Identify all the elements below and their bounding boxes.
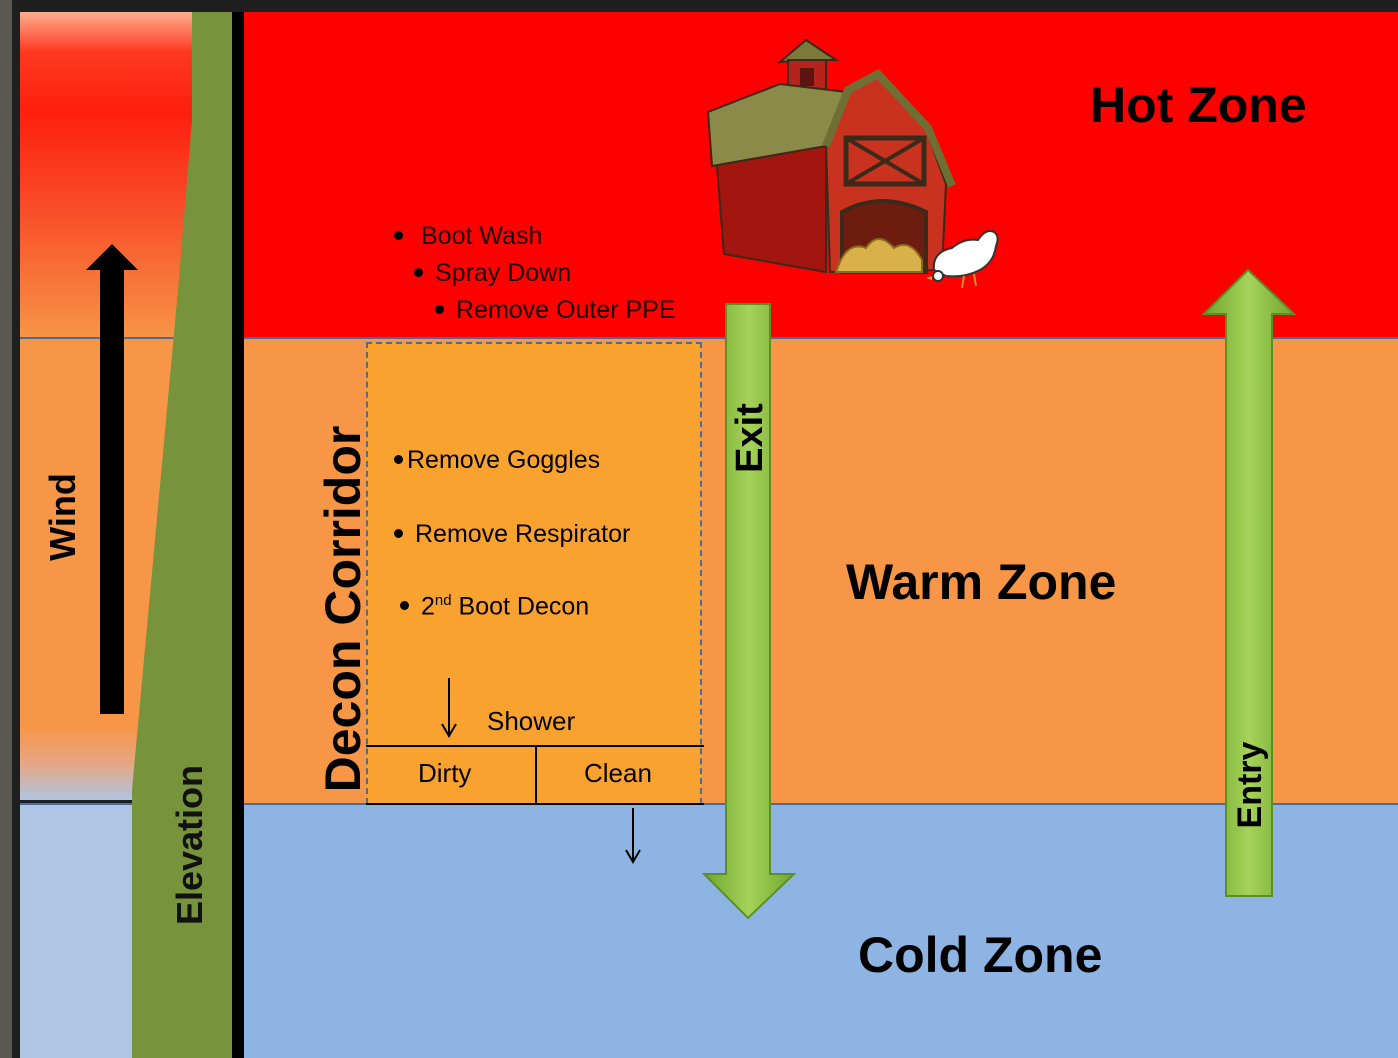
bullet-icon [414,267,423,277]
hot-warm-boundary [20,337,1398,339]
clean-label: Clean [584,758,652,788]
entry-arrow-icon [1201,268,1297,897]
down-arrow-icon [625,808,641,864]
bullet-icon [394,454,403,464]
step-remove-outer-ppe-text: Remove Outer PPE [456,296,676,324]
step-remove-goggles: Remove Goggles [394,446,600,475]
ordinal-number: 2 [421,592,435,621]
warm-cold-boundary [20,803,1398,805]
down-arrow-icon [441,678,457,738]
step-spray-down-text: Spray Down [435,259,572,287]
step-boot-wash: Boot Wash [394,222,542,251]
cold-zone-label: Cold Zone [858,927,1103,983]
exit-label: Exit [729,403,771,473]
shower-label: Shower [487,706,576,736]
bullet-icon [435,304,444,314]
entry-label: Entry [1231,741,1269,829]
step-remove-respirator: Remove Respirator [394,520,630,549]
wind-arrow-icon [86,244,138,714]
step-remove-goggles-text: Remove Goggles [407,446,601,474]
hot-zone-label: Hot Zone [1090,77,1307,133]
step-boot-decon-text: Boot Decon [458,592,590,621]
panel-divider [232,12,244,1058]
warm-zone-label: Warm Zone [846,554,1117,610]
decon-corridor-box [366,342,702,804]
chicken-icon [926,230,999,289]
ordinal-suffix: nd [434,592,452,609]
decon-corridor-label: Decon Corridor [315,425,371,793]
cold-zone-area [244,805,1398,1058]
step-remove-outer-ppe: Remove Outer PPE [435,296,676,325]
step-boot-wash-text: Boot Wash [421,222,543,250]
frame-edge [0,0,12,1058]
step-second-boot-decon: 2nd Boot Decon [400,592,589,621]
dirty-label: Dirty [418,758,472,788]
shower-divider [535,745,537,805]
step-spray-down: Spray Down [414,259,571,288]
exit-arrow-icon [701,303,797,920]
bullet-icon [394,528,403,538]
elevation-label: Elevation [169,764,210,926]
bullet-icon [400,601,409,611]
step-remove-respirator-text: Remove Respirator [415,520,631,548]
bullet-icon [394,230,403,240]
barn-icon [706,38,956,274]
wind-label: Wind [42,473,83,561]
